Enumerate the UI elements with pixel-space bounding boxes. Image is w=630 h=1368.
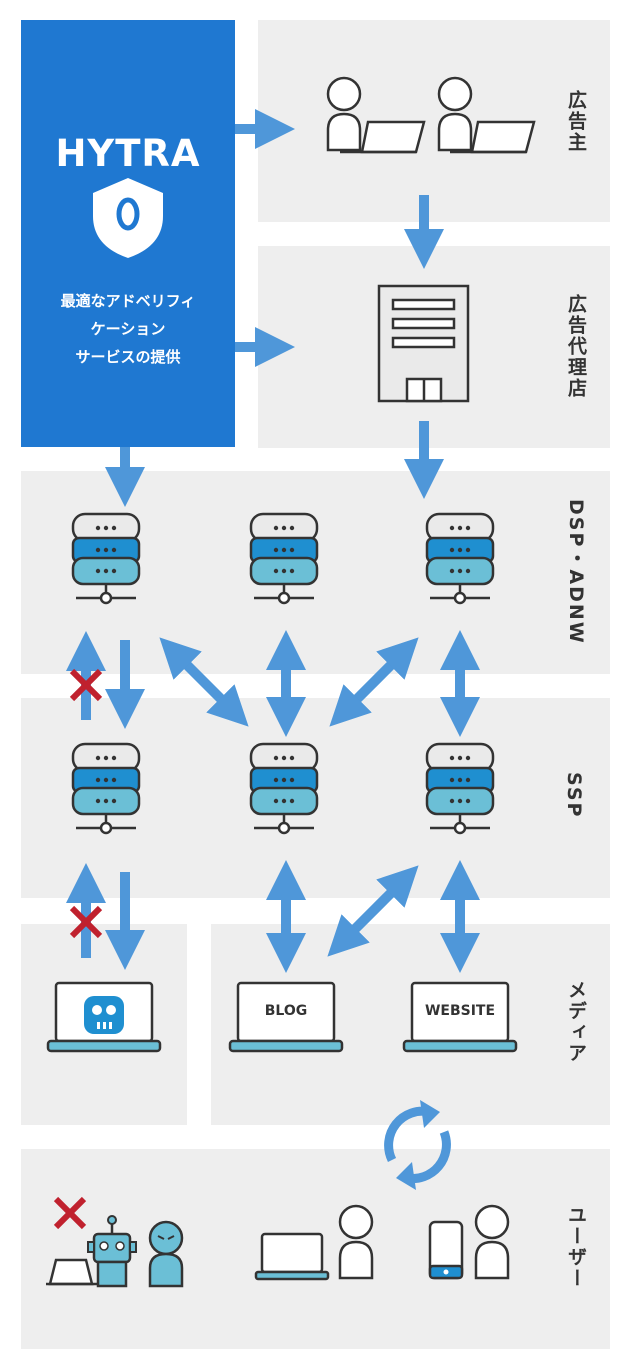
advertiser-band (258, 20, 610, 222)
label-media: メディア (565, 980, 587, 1064)
arrow-ssp3-blog (327, 865, 419, 957)
laptop-icon (228, 981, 344, 1053)
laptop-icon (254, 1232, 330, 1281)
blog-label: BLOG (264, 1003, 308, 1019)
server-icon (249, 512, 319, 605)
shield-icon (93, 178, 163, 258)
server-icon (425, 512, 495, 605)
label-agency: 広告代理店 (565, 294, 587, 399)
laptop-icon (402, 981, 518, 1053)
label-user: ユーザー (565, 1205, 587, 1289)
hytra-desc-line-2: ケーション (90, 320, 166, 338)
skull-icon (84, 996, 124, 1034)
arrow-dsp1-ssp2 (159, 637, 249, 727)
block-x-icon (56, 1199, 84, 1227)
person-icon (148, 1220, 184, 1288)
person-icon (338, 1204, 374, 1280)
server-icon (249, 742, 319, 835)
building-icon (377, 284, 470, 403)
arrow-dsp3-ssp2 (329, 637, 419, 727)
website-label: WEBSITE (424, 1003, 496, 1019)
refresh-cycle-icon (384, 1100, 451, 1190)
hytra-desc-line-1: 最適なアドベリフィ (60, 292, 196, 310)
hytra-desc: 最適なアドベリフィ ケーション サービスの提供 (21, 287, 235, 371)
smartphone-icon (428, 1220, 464, 1280)
label-advertiser: 広告主 (565, 90, 587, 153)
server-icon (71, 512, 141, 605)
hytra-title: HYTRA (55, 132, 201, 175)
person-icon (474, 1204, 510, 1280)
server-icon (71, 742, 141, 835)
label-dsp: DSP・ADNW (565, 499, 587, 645)
server-icon (425, 742, 495, 835)
label-ssp: SSP (563, 772, 585, 819)
laptop-icon (46, 1258, 110, 1286)
person-icon (437, 76, 473, 152)
robot-icon (87, 1215, 137, 1288)
person-icon (326, 76, 362, 152)
hytra-desc-line-3: サービスの提供 (75, 348, 181, 366)
hytra-panel: HYTRA 最適なアドベリフィ ケーション サービスの提供 (21, 20, 235, 447)
